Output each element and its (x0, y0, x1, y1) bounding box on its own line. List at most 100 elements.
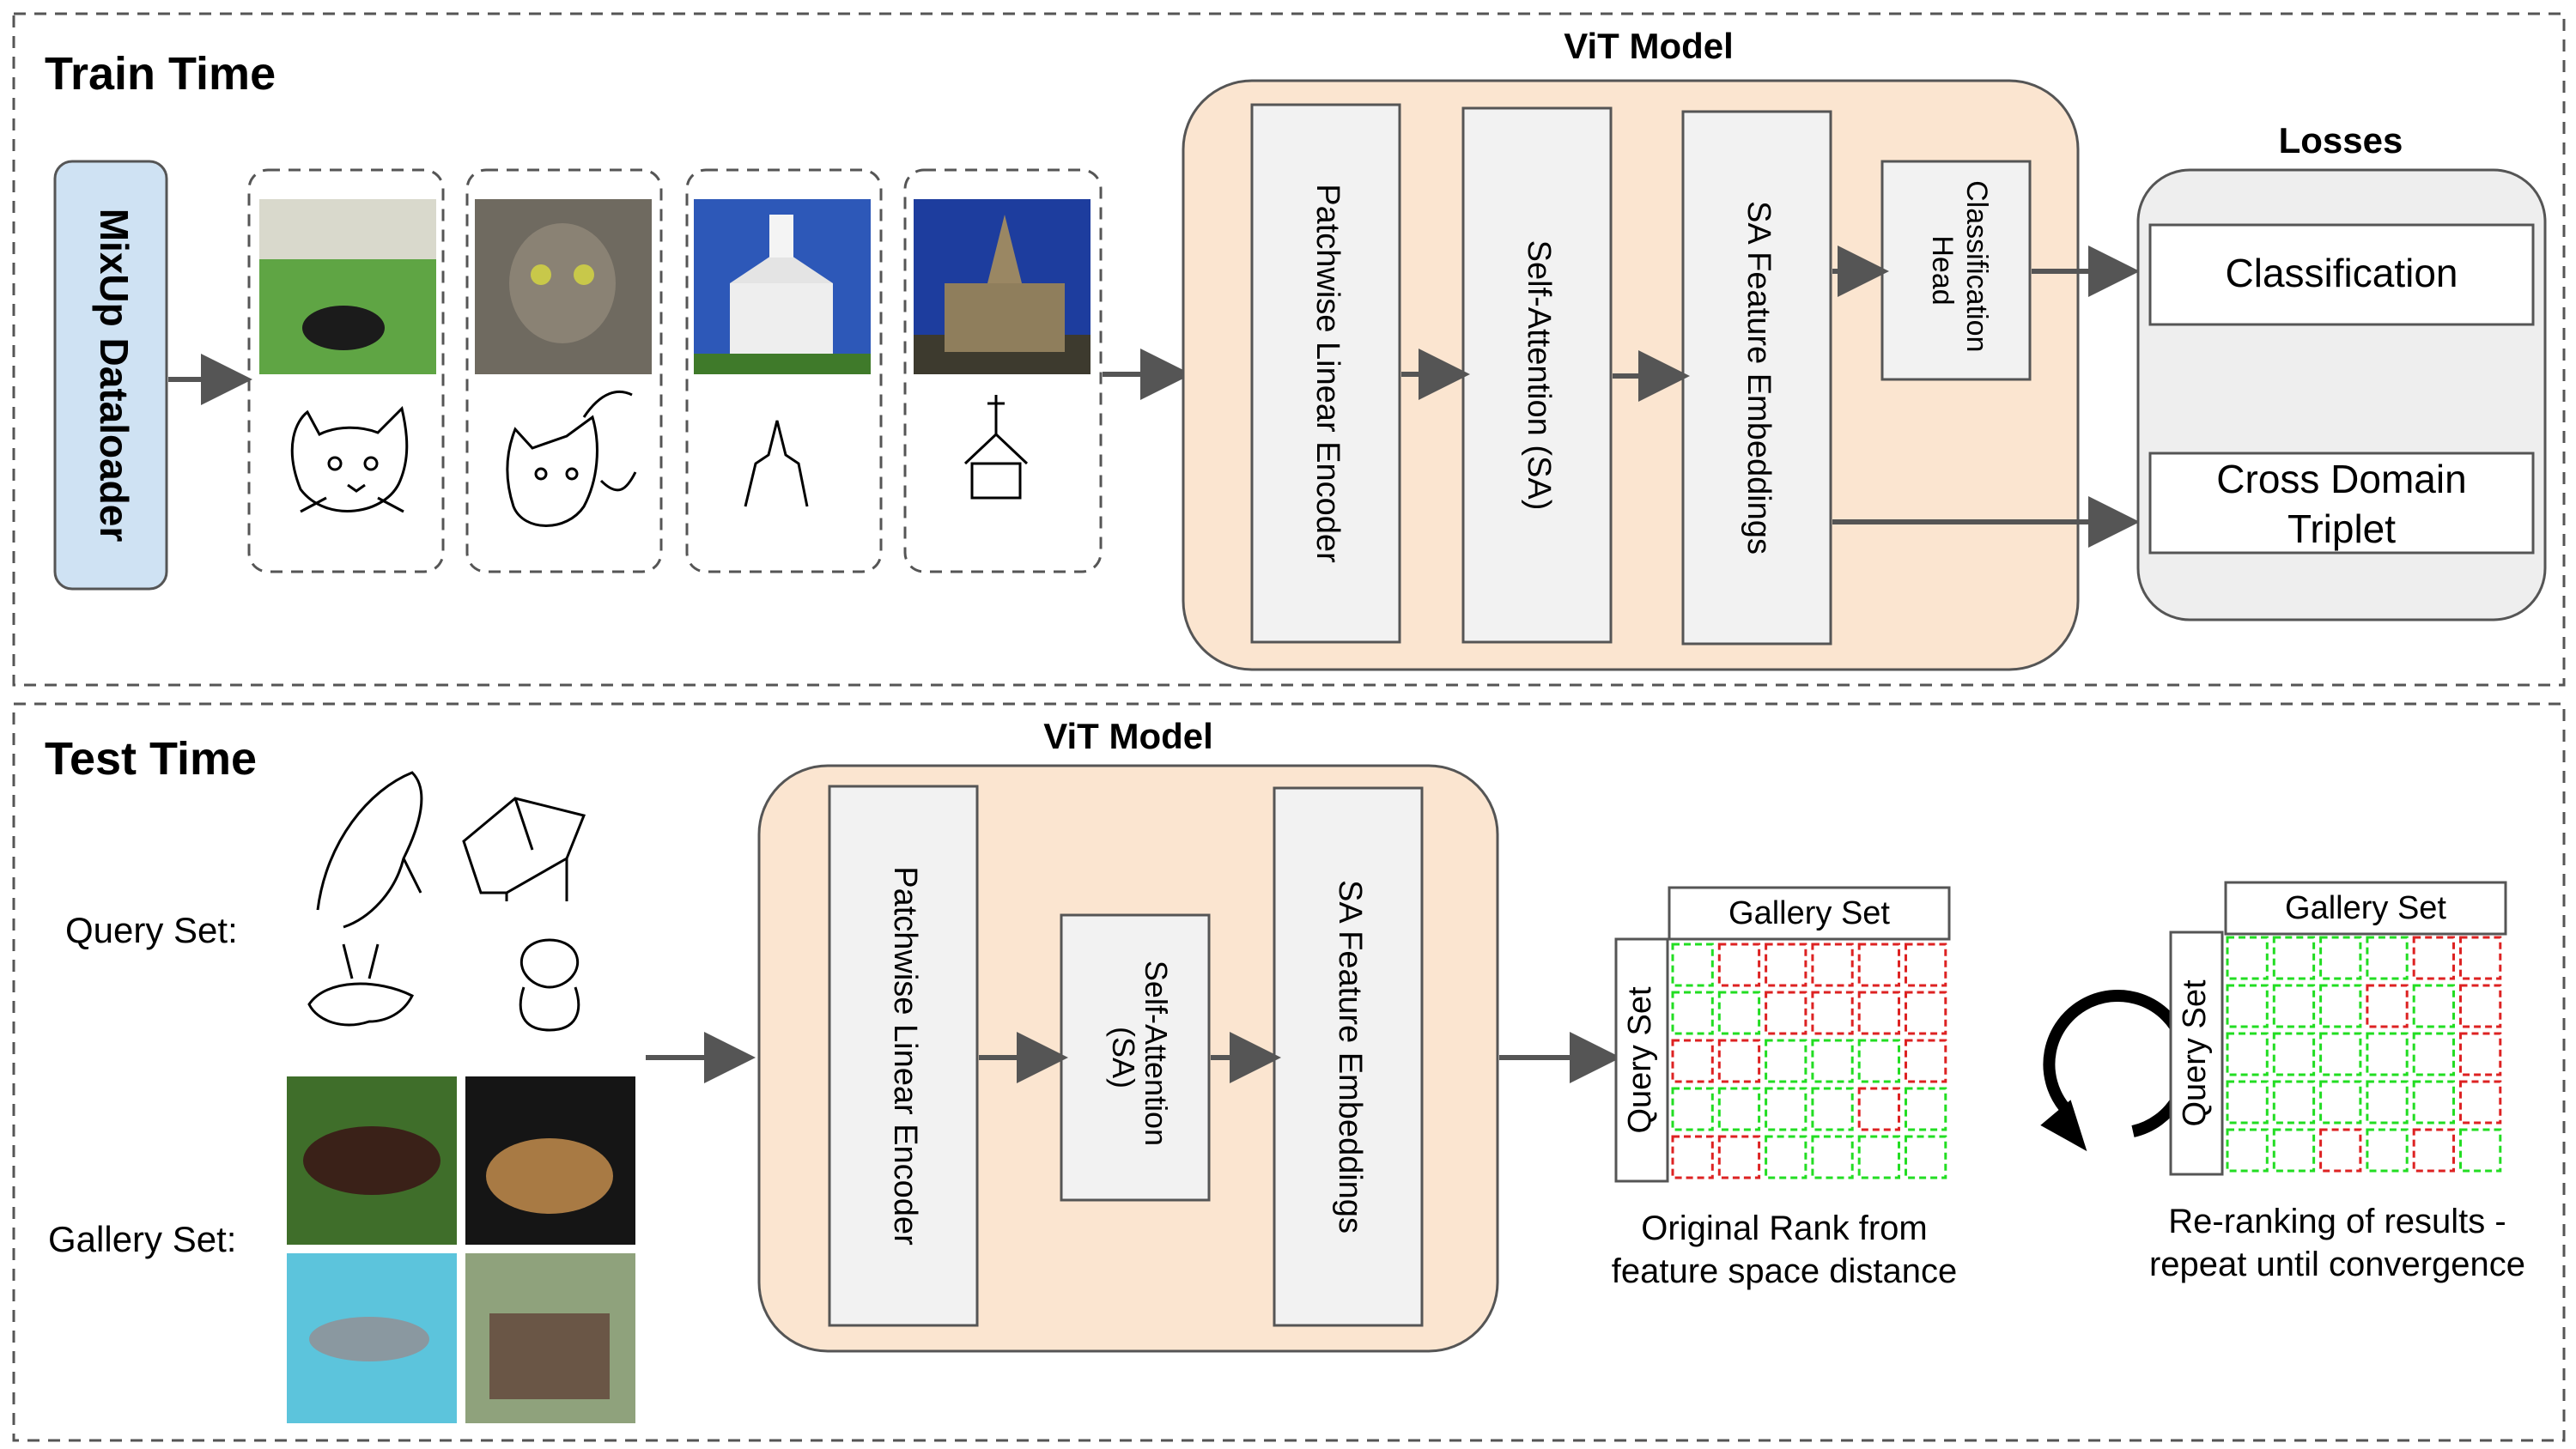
grid-cell-mismatch (2459, 1032, 2502, 1076)
train-sample-pair-church-2 (903, 168, 1103, 573)
train-title: Train Time (45, 48, 276, 100)
grid1-gallery-header: Gallery Set (1728, 895, 1890, 931)
grid-cell-mismatch (2366, 984, 2409, 1028)
train-encoder-label: Patchwise Linear Encoder (1309, 184, 1346, 563)
grid2-reranked (2226, 936, 2502, 1173)
test-title: Test Time (45, 733, 257, 785)
classification-head-label: Classification Head (1926, 180, 1993, 361)
grid-cell-mismatch (1671, 1039, 1714, 1083)
grid-cell-mismatch (1765, 943, 1807, 987)
grid-cell-match (2226, 1080, 2269, 1125)
test-embeddings-label: SA Feature Embeddings (1332, 880, 1368, 1234)
test-encoder-label: Patchwise Linear Encoder (887, 866, 923, 1246)
grid-cell-match (2272, 984, 2316, 1028)
test-vit-title: ViT Model (1043, 716, 1213, 756)
grid-cell-match (2226, 1128, 2269, 1173)
grid-cell-match (1717, 991, 1761, 1035)
grid-cell-mismatch (1717, 943, 1761, 987)
train-sample-pair-cat-2 (465, 168, 663, 573)
grid-cell-match (1717, 1087, 1761, 1131)
repeat-cycle-arrowhead-icon (2040, 1100, 2087, 1152)
grid1-caption-line2: feature space distance (1612, 1252, 1957, 1290)
grid-cell-match (2366, 1128, 2409, 1173)
grid-cell-match (1811, 1135, 1854, 1179)
grid-cell-mismatch (2412, 1128, 2455, 1173)
test-attention-block (1060, 913, 1211, 1202)
grid-cell-match (1857, 1135, 1900, 1179)
grid1-original-rank (1671, 943, 1947, 1179)
grid2-caption-line2: repeat until convergence (2149, 1246, 2525, 1283)
grid-cell-match (1765, 1087, 1807, 1131)
grid-cell-match (2319, 984, 2362, 1028)
grid-cell-mismatch (1671, 1135, 1714, 1179)
grid-cell-match (2412, 1032, 2455, 1076)
classification-loss-label: Classification (2226, 251, 2458, 295)
train-vit-title: ViT Model (1564, 26, 1734, 66)
grid-cell-mismatch (1905, 1039, 1947, 1083)
grid-cell-mismatch (2412, 936, 2455, 980)
grid-cell-match (2272, 1032, 2316, 1076)
grid-cell-match (2366, 1032, 2409, 1076)
grid-cell-match (1905, 1135, 1947, 1179)
grid-cell-match (2226, 936, 2269, 980)
lamp-sketch (307, 943, 415, 1027)
cat-sketch-1 (290, 406, 409, 513)
grid-cell-mismatch (2319, 1128, 2362, 1173)
grid-cell-match (2412, 984, 2455, 1028)
cat-sketch-2 (506, 391, 637, 527)
train-sample-pair-church-1 (685, 168, 883, 573)
test-attention-label: Self-Attention (SA) (1106, 961, 1174, 1155)
grid-cell-match (2226, 984, 2269, 1028)
church-sketch-2 (963, 395, 1029, 500)
grid2-query-header: Query Set (2177, 979, 2213, 1127)
grid-cell-match (1811, 1039, 1854, 1083)
test-panel-border (12, 702, 2566, 1442)
grid-cell-mismatch (2459, 1080, 2502, 1125)
grid-cell-mismatch (1765, 991, 1807, 1035)
gallery-photos (287, 1076, 635, 1423)
grid2-gallery-header-box (2224, 881, 2507, 936)
test-embeddings-block (1273, 786, 1424, 1327)
grid-cell-match (1765, 1039, 1807, 1083)
train-embeddings-label: SA Feature Embeddings (1741, 201, 1777, 555)
grid-cell-match (1811, 1087, 1854, 1131)
grid1-query-header: Query Set (1622, 986, 1658, 1134)
grid-cell-match (2319, 936, 2362, 980)
grid-cell-match (2272, 1128, 2316, 1173)
grid-cell-match (1905, 1087, 1947, 1131)
grid1-caption-line1: Original Rank from (1641, 1210, 1927, 1247)
mixup-dataloader-label: MixUp Dataloader (92, 209, 137, 543)
triplet-loss-box (2148, 452, 2535, 555)
grid-cell-match (1857, 1039, 1900, 1083)
grid-cell-mismatch (1811, 943, 1854, 987)
grid-cell-match (2319, 1080, 2362, 1125)
dolphin-sketch (316, 771, 423, 929)
train-embeddings-block (1681, 110, 1832, 646)
query-set-label: Query Set: (65, 910, 238, 950)
query-sketches (307, 771, 586, 1032)
grid2-gallery-header: Gallery Set (2285, 890, 2446, 926)
classification-head-block (1880, 160, 2032, 381)
grid-cell-mismatch (1717, 1135, 1761, 1179)
grid-cell-match (2459, 1128, 2502, 1173)
grid-cell-match (2412, 1080, 2455, 1125)
test-encoder-block (828, 785, 979, 1327)
teddy-bear-sketch (519, 938, 580, 1032)
train-sample-pair-cat-1 (247, 168, 445, 573)
grid-cell-mismatch (1811, 991, 1854, 1035)
classification-loss-box (2148, 223, 2535, 326)
grid-cell-match (2272, 1080, 2316, 1125)
grid-cell-mismatch (2459, 984, 2502, 1028)
train-attention-block (1461, 106, 1613, 644)
train-panel-border (12, 12, 2566, 687)
grid-cell-match (1671, 1087, 1714, 1131)
grid-cell-mismatch (1905, 943, 1947, 987)
triplet-loss-label-line2: Triplet (2287, 506, 2396, 551)
grid2-query-header-box (2169, 931, 2224, 1176)
grid-cell-mismatch (1857, 991, 1900, 1035)
church-sketch-1 (744, 420, 809, 507)
grid-cell-mismatch (1857, 943, 1900, 987)
grid1-query-header-box (1614, 937, 1669, 1183)
grid-cell-mismatch (1905, 991, 1947, 1035)
